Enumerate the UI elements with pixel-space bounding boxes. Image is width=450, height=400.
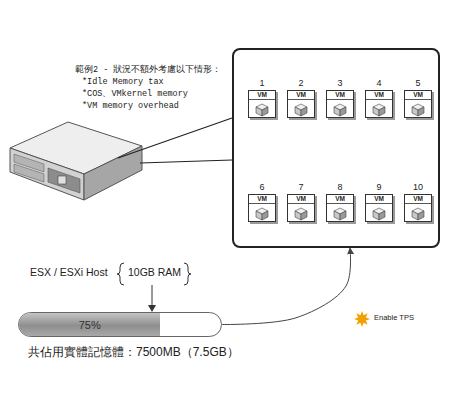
note-text: *VM memory overhead — [82, 102, 179, 112]
vm-tag: VM — [405, 195, 431, 204]
cube-face — [418, 107, 424, 116]
vm-cube-icon — [255, 103, 269, 117]
vm-cube-icon — [333, 103, 347, 117]
cube-face — [256, 211, 262, 220]
pointer-head — [148, 305, 156, 312]
vm-tag: VM — [327, 195, 353, 204]
vm-tag: VM — [288, 195, 314, 204]
vm-cube-icon — [411, 103, 425, 117]
vm-box: 2VM — [287, 90, 315, 118]
edge-label: Enable TPS — [374, 314, 414, 323]
host-memory-frame: 1VM2VM3VM4VM5VM6VM7VM8VM9VM10VM — [232, 48, 440, 248]
cube-face — [412, 211, 418, 220]
cube-face — [256, 107, 262, 116]
vm-cube-icon — [411, 207, 425, 221]
cube-face — [301, 107, 307, 116]
cube-face — [418, 211, 424, 220]
vm-box: 6VM — [248, 194, 276, 222]
vm-cube-icon — [333, 207, 347, 221]
vm-box: 9VM — [365, 194, 393, 222]
brace-left — [117, 263, 124, 285]
cube-face — [340, 107, 346, 116]
vm-tag: VM — [249, 195, 275, 204]
note-text: 範例2 - 狀況不額外考慮以下情形： — [75, 66, 221, 76]
cube-face — [295, 107, 301, 116]
host-label: ESX / ESXi Host — [30, 266, 108, 278]
vm-tag: VM — [288, 91, 314, 100]
vm-number: 4 — [360, 77, 398, 89]
vm-cube-icon — [255, 207, 269, 221]
brace-right — [184, 263, 191, 285]
vm-number: 3 — [321, 77, 359, 89]
server-illustration — [10, 122, 142, 200]
usage-fill: 75% — [19, 313, 160, 336]
vm-tag: VM — [405, 91, 431, 100]
vm-cube-icon — [294, 207, 308, 221]
vm-tag: VM — [327, 91, 353, 100]
cube-face — [340, 211, 346, 220]
vm-box: 3VM — [326, 90, 354, 118]
vm-cube-icon — [372, 207, 386, 221]
connection-line — [118, 118, 232, 158]
usage-bar: 75% — [18, 312, 222, 337]
vm-number: 1 — [243, 77, 281, 89]
vm-number: 6 — [243, 181, 281, 193]
drive-bay — [14, 164, 44, 182]
host-label: 10GB RAM — [128, 266, 181, 278]
cube-face — [412, 107, 418, 116]
note-text: *COS、VMkernel memory — [82, 90, 188, 100]
cube-face — [334, 211, 340, 220]
vm-number: 7 — [282, 181, 320, 193]
vm-number: 5 — [399, 77, 437, 89]
vm-number: 9 — [360, 181, 398, 193]
vm-box: 1VM — [248, 90, 276, 118]
vm-tag: VM — [249, 91, 275, 100]
cube-face — [373, 211, 379, 220]
vm-box: 4VM — [365, 90, 393, 118]
vm-cube-icon — [294, 103, 308, 117]
vm-box: 10VM — [404, 194, 432, 222]
note-text: *Idle Memory tax — [82, 78, 164, 88]
cube-face — [379, 211, 385, 220]
vm-number: 2 — [282, 77, 320, 89]
starburst-icon — [354, 311, 370, 327]
cube-face — [262, 107, 268, 116]
vm-box: 8VM — [326, 194, 354, 222]
vm-cube-icon — [372, 103, 386, 117]
server-side — [84, 146, 142, 200]
cube-face — [262, 211, 268, 220]
usage-percent: 75% — [79, 319, 101, 331]
vm-box: 5VM — [404, 90, 432, 118]
front-panel — [48, 168, 80, 193]
cube-face — [373, 107, 379, 116]
power-button — [58, 176, 66, 184]
cube-face — [295, 211, 301, 220]
cube-face — [301, 211, 307, 220]
cube-face — [379, 107, 385, 116]
summary-text: 共佔用實體記憶體：7500MB（7.5GB） — [28, 346, 239, 360]
pointer-line — [152, 285, 153, 306]
vm-tag: VM — [366, 91, 392, 100]
vm-number: 8 — [321, 181, 359, 193]
connection-line — [140, 160, 232, 163]
vm-number: 10 — [399, 181, 437, 193]
vm-tag: VM — [366, 195, 392, 204]
cube-face — [334, 107, 340, 116]
vm-box: 7VM — [287, 194, 315, 222]
curved-arrow — [222, 248, 351, 325]
server-front — [10, 148, 84, 200]
